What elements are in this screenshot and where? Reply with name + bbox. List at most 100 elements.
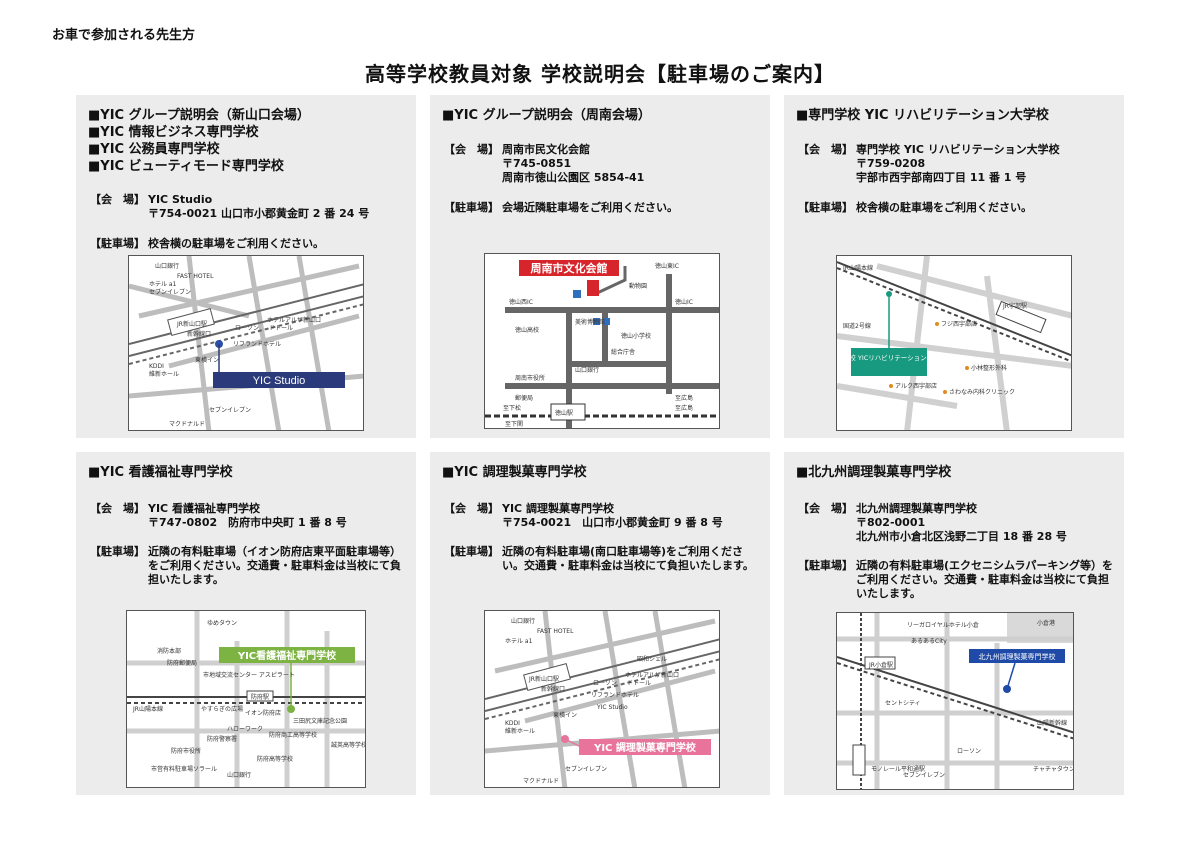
map-label: 昭和シェル bbox=[637, 655, 667, 663]
venue-line: 〒802-0001 bbox=[856, 516, 926, 529]
map-label: チャチャタウン小倉 bbox=[1033, 765, 1074, 773]
map-label: FAST HOTEL bbox=[537, 628, 574, 635]
map-label: 山口銀行 bbox=[155, 262, 179, 270]
map-label: アルク西宇部店 bbox=[895, 382, 937, 390]
map-label: モノレール平和通駅 bbox=[871, 765, 925, 773]
panel-cooking: ■YIC 調理製菓専門学校 【会 場】 YIC 調理製菓専門学校〒754-002… bbox=[430, 452, 770, 795]
map-label: 消防本部 bbox=[157, 647, 181, 655]
map-shunan[interactable]: 周南市文化会館 徳山東IC 動物園 徳山IC 徳山西IC 徳山高校 美術博物館 … bbox=[484, 253, 720, 429]
map-label: 至下松 bbox=[503, 404, 521, 412]
panel-kitakyushu: ■北九州調理製菓専門学校 【会 場】 北九州調理製菓専門学校 〒802-0001 北… bbox=[784, 452, 1124, 795]
panel-heading: ■YIC グループ説明会（新山口会場） bbox=[88, 108, 310, 123]
map-label: セントシティ bbox=[885, 700, 921, 707]
map-label: 小倉港 bbox=[1037, 619, 1055, 627]
map-kitakyushu[interactable]: 北九州調理製菓専門学校 小倉港 リーガロイヤルホテル小倉 あるあるCity JR… bbox=[836, 612, 1074, 790]
venue-info: 【会 場】 YIC Studio〒754-0021 山口市小郡黄金町 2 番 2… bbox=[90, 193, 406, 221]
map-label: KDDI bbox=[149, 363, 164, 370]
map-label: やすらぎの広場 bbox=[201, 705, 243, 713]
panel-heading: ■YIC 調理製菓専門学校 bbox=[442, 465, 587, 480]
map-callout: 北九州調理製菓専門学校 bbox=[979, 652, 1056, 661]
parking-label: 【駐車場】 bbox=[444, 545, 499, 558]
map-label: マクドナルド bbox=[169, 421, 205, 428]
map-label: 郵便局 bbox=[515, 394, 533, 402]
map-label: ホテルアルザ新山口 bbox=[625, 671, 679, 679]
venue-line: 〒754-0021 山口市小郡黄金町 9 番 8 号 bbox=[502, 516, 723, 529]
panel-shunan: ■YIC グループ説明会（周南会場） 【会 場】 周南市民文化会館〒745-08… bbox=[430, 95, 770, 438]
map-label: 新幹線口 bbox=[541, 685, 565, 693]
panel-headings: ■北九州調理製菓専門学校 bbox=[796, 464, 951, 481]
venue-line: 宇部市西宇部南四丁目 11 番 1 号 bbox=[856, 171, 1027, 184]
map-callout: YIC Studio bbox=[253, 375, 306, 387]
panel-heading: ■YIC 看護福祉専門学校 bbox=[88, 465, 233, 480]
map-label: 徳山駅 bbox=[555, 409, 573, 417]
page-title: 高等学校教員対象 学校説明会【駐車場のご案内】 bbox=[365, 62, 835, 86]
venue-line: YIC 看護福祉専門学校 bbox=[148, 502, 260, 515]
map-label: 周南市役所 bbox=[515, 374, 545, 382]
map-callout: YIC看護福祉専門学校 bbox=[237, 649, 337, 662]
venue-label: 【会 場】 bbox=[90, 193, 145, 206]
map-label: ドトール bbox=[627, 680, 651, 687]
parking-info: 【駐車場】 近隣の有料駐車場(エクセニシムラパーキング等）をご利用ください。交通… bbox=[798, 559, 1114, 601]
panel-heading: ■YIC ビューティモード専門学校 bbox=[88, 159, 284, 174]
map-label: イオン防府店 bbox=[245, 709, 281, 717]
map-shinyamaguchi[interactable]: 山口銀行 FAST HOTEL ホテル a1 セブンイレブン JR新山口駅 新幹… bbox=[128, 255, 364, 431]
map-label: 東横イン bbox=[553, 711, 577, 719]
map-label: セブンイレブン bbox=[565, 765, 607, 773]
map-label: 動物園 bbox=[629, 282, 647, 290]
map-label: ドトール bbox=[269, 325, 293, 332]
parking-info: 【駐車場】 会場近隣駐車場をご利用ください。 bbox=[444, 201, 760, 215]
map-label: 山口銀行 bbox=[227, 771, 251, 779]
map-label: 至下関 bbox=[505, 421, 523, 428]
map-rehabilitation[interactable]: 専門学校 YICリハビリテーション 大学校 JR山陽本線 JR宇部駅 国道2号線… bbox=[836, 255, 1072, 431]
map-label: JR山陽本線 bbox=[132, 705, 163, 713]
map-label: マクドナルド bbox=[523, 778, 559, 785]
map-label: フジ西宇部店 bbox=[941, 320, 977, 328]
panel-shinyamaguchi: ■YIC グループ説明会（新山口会場） ■YIC 情報ビジネス専門学校 ■YIC… bbox=[76, 95, 416, 438]
map-label: 徳山高校 bbox=[515, 326, 539, 334]
map-label: 徳山小学校 bbox=[621, 332, 651, 340]
venue-label: 【会 場】 bbox=[798, 143, 853, 156]
map-label: 防府警察署 bbox=[207, 735, 237, 743]
venue-line: 周南市民文化会館 bbox=[502, 143, 590, 156]
map-label: ローソン bbox=[235, 325, 259, 332]
map-label: 防府商工高等学校 bbox=[269, 731, 317, 739]
map-label: ローソン bbox=[593, 680, 617, 687]
parking-info: 【駐車場】 校舎横の駐車場をご利用ください。 bbox=[798, 201, 1114, 215]
map-label: 市地域交流センター アスピラート bbox=[203, 671, 295, 679]
panel-heading: ■YIC 公務員専門学校 bbox=[88, 142, 220, 157]
panel-headings: ■YIC グループ説明会（新山口会場） ■YIC 情報ビジネス専門学校 ■YIC… bbox=[88, 107, 310, 175]
parking-label: 【駐車場】 bbox=[444, 201, 499, 214]
map-label: 防府市役所 bbox=[171, 747, 201, 755]
parking-text: 近隣の有料駐車場(南口駐車場等)をご利用ください。交通費・駐車料金は当校にて負担… bbox=[502, 545, 754, 572]
panel-heading: ■YIC 情報ビジネス専門学校 bbox=[88, 125, 259, 140]
map-label: 市営有料駐車場ソラール bbox=[151, 765, 217, 773]
map-label: 山陽新幹線 bbox=[1037, 719, 1067, 727]
venue-line: YIC Studio bbox=[148, 193, 213, 206]
map-label: さわなみ内科クリニック bbox=[949, 388, 1015, 396]
map-callout: 周南市文化会館 bbox=[531, 261, 608, 275]
map-callout: YIC 調理製菓専門学校 bbox=[593, 741, 697, 754]
parking-label: 【駐車場】 bbox=[798, 559, 853, 572]
venue-line: 〒747-0802 防府市中央町 1 番 8 号 bbox=[148, 516, 347, 529]
panel-heading: ■専門学校 YIC リハビリテーション大学校 bbox=[796, 108, 1049, 123]
venue-info: 【会 場】 YIC 調理製菓専門学校〒754-0021 山口市小郡黄金町 9 番… bbox=[444, 502, 760, 530]
map-label: セブンイレブン bbox=[149, 288, 191, 296]
panel-heading: ■北九州調理製菓専門学校 bbox=[796, 465, 952, 480]
map-label: ハローワーク bbox=[227, 726, 263, 733]
map-label: 美術博物館 bbox=[575, 318, 605, 326]
venue-info: 【会 場】 YIC 看護福祉専門学校〒747-0802 防府市中央町 1 番 8… bbox=[90, 502, 406, 530]
map-label: 山口銀行 bbox=[511, 617, 535, 625]
map-label: 維新ホール bbox=[149, 370, 179, 378]
venue-line: 専門学校 YIC リハビリテーション大学校 bbox=[856, 143, 1060, 156]
map-label: リフランドホテル bbox=[233, 341, 281, 348]
map-nursing[interactable]: YIC看護福祉専門学校 ゆめタウン 消防本部 防府郵便局 市地域交流センター ア… bbox=[126, 610, 366, 788]
panel-heading: ■YIC グループ説明会（周南会場） bbox=[442, 108, 651, 123]
venue-line: YIC 調理製菓専門学校 bbox=[502, 502, 614, 515]
map-callout: 専門学校 YICリハビリテーション 大学校 bbox=[837, 353, 949, 362]
map-label: 徳山IC bbox=[675, 298, 693, 306]
map-cooking[interactable]: YIC 調理製菓専門学校 山口銀行 FAST HOTEL ホテル a1 JR新山… bbox=[484, 610, 720, 788]
map-label: JR山陽本線 bbox=[842, 264, 873, 272]
map-label: 東横イン bbox=[195, 356, 219, 364]
venue-label: 【会 場】 bbox=[798, 502, 853, 515]
